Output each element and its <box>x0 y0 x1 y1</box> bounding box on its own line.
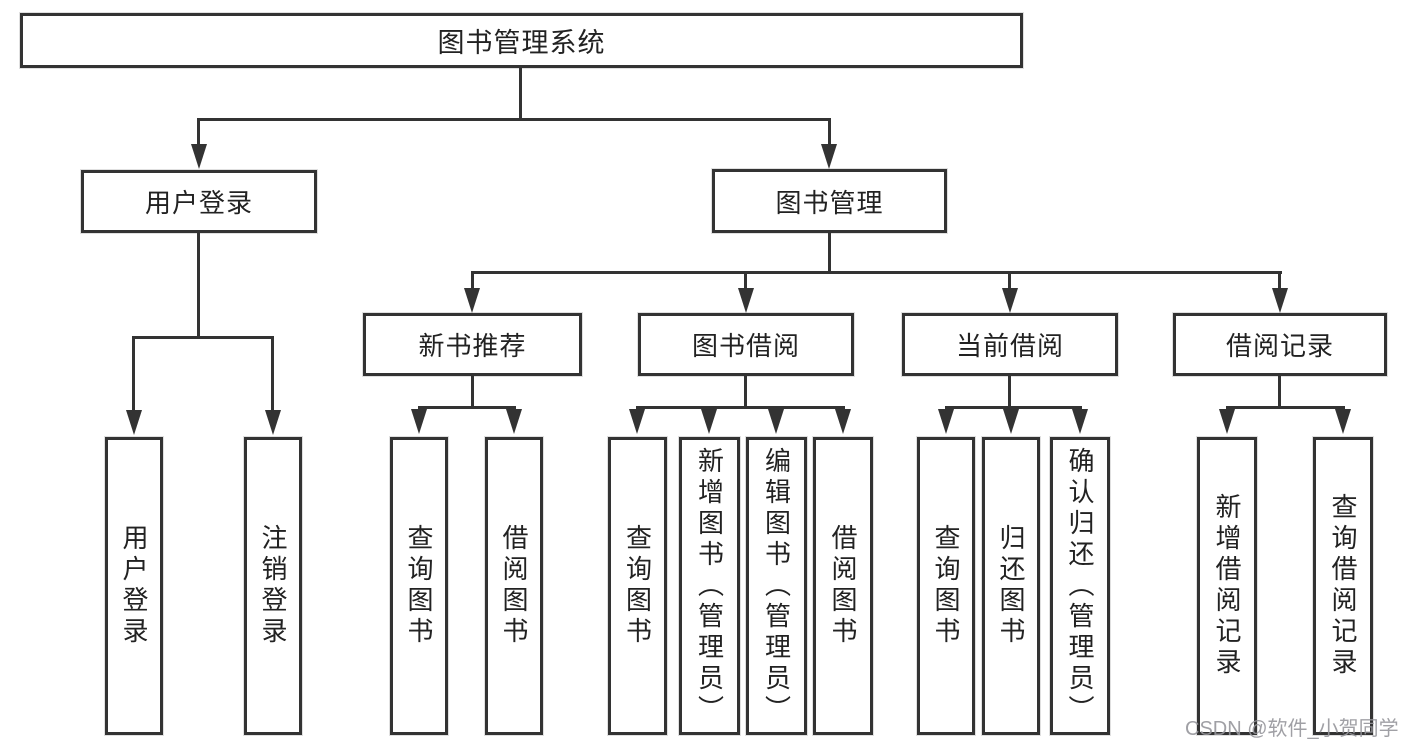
arrowhead-to-borrow <box>738 288 754 313</box>
arrowhead-to-cur-confirm <box>1072 409 1088 434</box>
node-label: 借阅图书 <box>828 524 858 648</box>
connector-manage-shaft-4 <box>1278 271 1281 288</box>
connector-root-right-shaft <box>828 118 831 148</box>
node-borrow-records: 借阅记录 <box>1173 313 1387 376</box>
node-current-borrow: 当前借阅 <box>902 313 1118 376</box>
arrowhead-to-cur-query <box>938 409 954 434</box>
node-label: 注销登录 <box>258 524 288 648</box>
node-leaf-cur-confirm-return-admin: 确认归还（管理员） <box>1050 437 1110 735</box>
connector-borrow-trunk <box>744 376 747 408</box>
node-leaf-user-login: 用户登录 <box>105 437 163 735</box>
arrowhead-to-bor-query <box>629 409 645 434</box>
node-leaf-bor-query-books: 查询图书 <box>608 437 667 735</box>
connector-root-trunk <box>519 68 522 121</box>
csdn-watermark: CSDN @软件_小贺同学 <box>1185 718 1399 740</box>
node-leaf-cur-query-books: 查询图书 <box>917 437 975 735</box>
arrowhead-to-cur-return <box>1003 409 1019 434</box>
connector-records-trunk <box>1278 376 1281 408</box>
arrowhead-to-bor-borrow <box>835 409 851 434</box>
arrowhead-to-rec-query <box>411 409 427 434</box>
connector-recommend-split <box>418 406 516 409</box>
node-new-book-recommend: 新书推荐 <box>363 313 582 376</box>
arrowhead-to-current <box>1002 288 1018 313</box>
node-label: 用户登录 <box>144 188 253 218</box>
node-label: 图书管理系统 <box>437 28 606 58</box>
node-leaf-cur-return-books: 归还图书 <box>982 437 1040 735</box>
connector-root-left-shaft <box>197 118 200 148</box>
connector-login-trunk <box>197 233 200 338</box>
connector-current-trunk <box>1008 376 1011 408</box>
arrowhead-to-user-login <box>126 410 142 435</box>
node-leaf-rec-query-books: 查询图书 <box>390 437 448 735</box>
node-label: 图书借阅 <box>691 331 800 361</box>
arrowhead-to-rcd-add <box>1219 409 1235 434</box>
arrowhead-to-rcd-query <box>1335 409 1351 434</box>
node-label: 新增图书（管理员） <box>694 446 725 726</box>
node-label: 编辑图书（管理员） <box>761 446 792 726</box>
node-leaf-rec-borrow-books: 借阅图书 <box>485 437 543 735</box>
arrowhead-to-login <box>191 144 207 169</box>
connector-root-split <box>197 118 831 121</box>
node-user-login: 用户登录 <box>81 170 317 233</box>
node-label: 图书管理 <box>775 187 884 218</box>
connector-manage-shaft-1 <box>471 271 474 288</box>
connector-manage-shaft-3 <box>1008 271 1011 288</box>
connector-records-split <box>1226 406 1345 409</box>
node-label: 查询图书 <box>931 524 961 648</box>
connector-manage-shaft-2 <box>744 271 747 288</box>
node-label: 新书推荐 <box>418 331 527 361</box>
node-leaf-bor-add-books-admin: 新增图书（管理员） <box>679 437 740 735</box>
connector-login-right-shaft <box>271 336 274 412</box>
arrowhead-to-rec-borrow <box>506 409 522 434</box>
node-leaf-rcd-add-record: 新增借阅记录 <box>1197 437 1257 735</box>
node-label: 确认归还（管理员） <box>1065 446 1095 726</box>
connector-borrow-split <box>636 406 845 409</box>
arrowhead-to-bor-edit <box>768 409 784 434</box>
connector-manage-trunk <box>828 233 831 273</box>
connector-login-left-shaft <box>132 336 135 412</box>
node-label: 用户登录 <box>119 524 149 648</box>
node-label: 归还图书 <box>996 524 1026 648</box>
arrowhead-to-records <box>1272 288 1288 313</box>
node-leaf-bor-borrow-books: 借阅图书 <box>813 437 873 735</box>
node-label: 借阅图书 <box>499 524 529 648</box>
connector-manage-split <box>471 271 1282 274</box>
node-label: 借阅记录 <box>1225 331 1334 361</box>
connector-login-split <box>132 336 274 339</box>
node-label: 当前借阅 <box>955 331 1064 361</box>
arrowhead-to-recommend <box>464 288 480 313</box>
node-book-management-system: 图书管理系统 <box>20 13 1023 68</box>
node-label: 查询借阅记录 <box>1328 493 1358 679</box>
node-leaf-logout: 注销登录 <box>244 437 302 735</box>
node-label: 新增借阅记录 <box>1212 493 1242 679</box>
node-leaf-rcd-query-record: 查询借阅记录 <box>1313 437 1373 735</box>
node-book-borrow: 图书借阅 <box>638 313 854 376</box>
arrowhead-to-bor-add <box>701 409 717 434</box>
connector-current-split <box>945 406 1082 409</box>
arrowhead-to-logout <box>265 410 281 435</box>
connector-recommend-trunk <box>471 376 474 408</box>
node-leaf-bor-edit-books-admin: 编辑图书（管理员） <box>746 437 807 735</box>
node-label: 查询图书 <box>404 524 434 648</box>
node-label: 查询图书 <box>622 524 653 648</box>
node-book-manage: 图书管理 <box>712 169 947 233</box>
arrowhead-to-manage <box>821 144 837 169</box>
